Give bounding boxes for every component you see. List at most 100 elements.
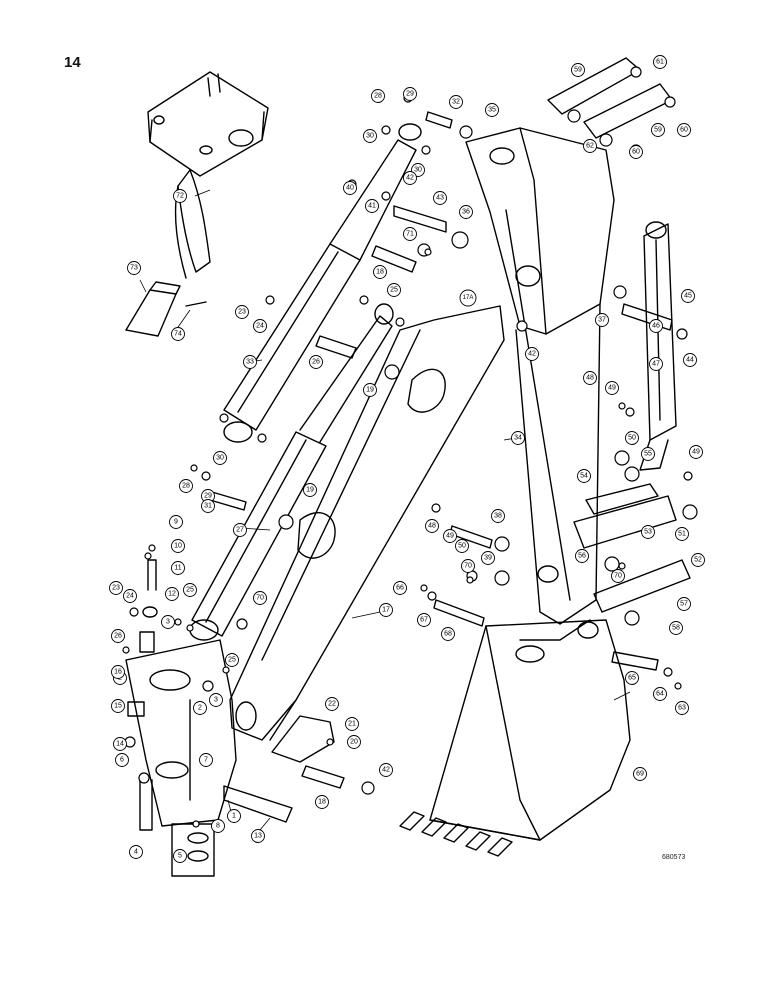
callout-circle xyxy=(213,451,227,465)
callout-c66: 66 xyxy=(393,581,407,595)
callout-label: 42 xyxy=(406,175,414,182)
callout-label: 15 xyxy=(114,703,122,710)
callout-c71: 71 xyxy=(403,227,417,241)
callout-circle xyxy=(611,569,625,583)
bracket-22 xyxy=(271,715,335,763)
callout-circle xyxy=(633,767,647,781)
callout-c5: 5 xyxy=(173,849,187,863)
callout-label: 1 xyxy=(232,813,236,820)
callout-label: 25 xyxy=(186,587,194,594)
callout-circle xyxy=(253,319,267,333)
callout-label: 18 xyxy=(376,269,384,276)
callout-label: 27 xyxy=(236,527,244,534)
callout-circle xyxy=(625,431,639,445)
callout-label: 20 xyxy=(350,739,358,746)
boom-cylinder xyxy=(223,123,422,443)
callout-circle xyxy=(345,717,359,731)
swing-tower xyxy=(125,639,237,827)
callout-label: 28 xyxy=(182,483,190,490)
callout-c37: 37 xyxy=(595,313,609,327)
callout-circle xyxy=(583,371,597,385)
callout-c28a: 28 xyxy=(179,479,193,493)
callout-label: 13 xyxy=(254,833,262,840)
callout-circle xyxy=(113,737,127,751)
callout-c20: 20 xyxy=(347,735,361,749)
ripper-pin xyxy=(185,301,207,307)
callout-label: 29 xyxy=(406,91,414,98)
callout-c9: 9 xyxy=(169,515,183,529)
callout-c67: 67 xyxy=(417,613,431,627)
callout-circle xyxy=(173,849,187,863)
callout-circle xyxy=(403,171,417,185)
callout-label: 32 xyxy=(452,99,460,106)
callout-circle xyxy=(677,597,691,611)
callout-c54: 54 xyxy=(577,469,591,483)
callout-circle xyxy=(417,613,431,627)
callout-circle xyxy=(649,357,663,371)
callout-label: 14 xyxy=(116,741,124,748)
callout-c70a: 70 xyxy=(253,591,267,605)
callout-label: 54 xyxy=(580,473,588,480)
page-number: 14 xyxy=(64,54,81,71)
callout-circle xyxy=(425,519,439,533)
dipper-cylinder xyxy=(189,303,394,641)
callout-label: 60 xyxy=(632,149,640,156)
callout-label: 64 xyxy=(656,691,664,698)
callout-c6: 6 xyxy=(115,753,129,767)
pin-68 xyxy=(433,599,485,627)
callout-circle xyxy=(199,753,213,767)
callout-c29b: 29 xyxy=(403,87,417,101)
pin-26 xyxy=(315,335,357,359)
dipperstick xyxy=(229,305,505,741)
callout-c23a: 23 xyxy=(235,305,249,319)
callout-label: 60 xyxy=(680,127,688,134)
pin-32 xyxy=(425,111,453,129)
callout-c48b: 48 xyxy=(425,519,439,533)
bucket xyxy=(429,619,631,841)
callout-circle xyxy=(675,701,689,715)
callout-circle xyxy=(111,665,125,679)
callout-label: 11 xyxy=(174,565,181,572)
callout-c3b: 3 xyxy=(209,693,223,707)
callout-label: 7 xyxy=(204,757,208,764)
callout-label: 50 xyxy=(628,435,636,442)
callout-c61: 61 xyxy=(653,55,667,69)
callout-circle xyxy=(235,305,249,319)
callout-c50a: 50 xyxy=(625,431,639,445)
callout-label: 47 xyxy=(652,361,660,368)
callout-c10: 10 xyxy=(171,539,185,553)
callout-c26b: 26 xyxy=(309,355,323,369)
callout-c46: 46 xyxy=(649,319,663,333)
callout-circle xyxy=(171,539,185,553)
callout-circle xyxy=(233,523,247,537)
callout-c63: 63 xyxy=(675,701,689,715)
callout-c50b: 50 xyxy=(455,539,469,553)
callout-c42b: 42 xyxy=(525,347,539,361)
bucket-teeth xyxy=(399,811,513,857)
callout-circle xyxy=(201,499,215,513)
callout-c52: 52 xyxy=(691,553,705,567)
callout-label: 49 xyxy=(608,385,616,392)
callout-label: 70 xyxy=(464,563,472,570)
callout-label: 42 xyxy=(382,767,390,774)
callout-circle xyxy=(363,383,377,397)
callout-c34: 34 xyxy=(511,431,525,445)
callout-c19a: 19 xyxy=(363,383,377,397)
callout-c17: 17 xyxy=(379,603,393,617)
callout-c7: 7 xyxy=(199,753,213,767)
callout-label: 62 xyxy=(586,143,594,150)
king-pin-group xyxy=(127,559,158,831)
callout-label: 6 xyxy=(120,757,124,764)
callout-c57: 57 xyxy=(677,597,691,611)
callout-circle xyxy=(649,319,663,333)
callout-label: 3 xyxy=(166,619,170,626)
callout-circle xyxy=(449,95,463,109)
callout-c64: 64 xyxy=(653,687,667,701)
callout-label: 59 xyxy=(574,67,582,74)
callout-label: 17 xyxy=(382,607,390,614)
pivot-pin-13 xyxy=(223,785,293,823)
callout-circle xyxy=(455,539,469,553)
callout-c28b: 28 xyxy=(371,89,385,103)
callout-circle xyxy=(371,89,385,103)
callout-label: 25 xyxy=(390,287,398,294)
